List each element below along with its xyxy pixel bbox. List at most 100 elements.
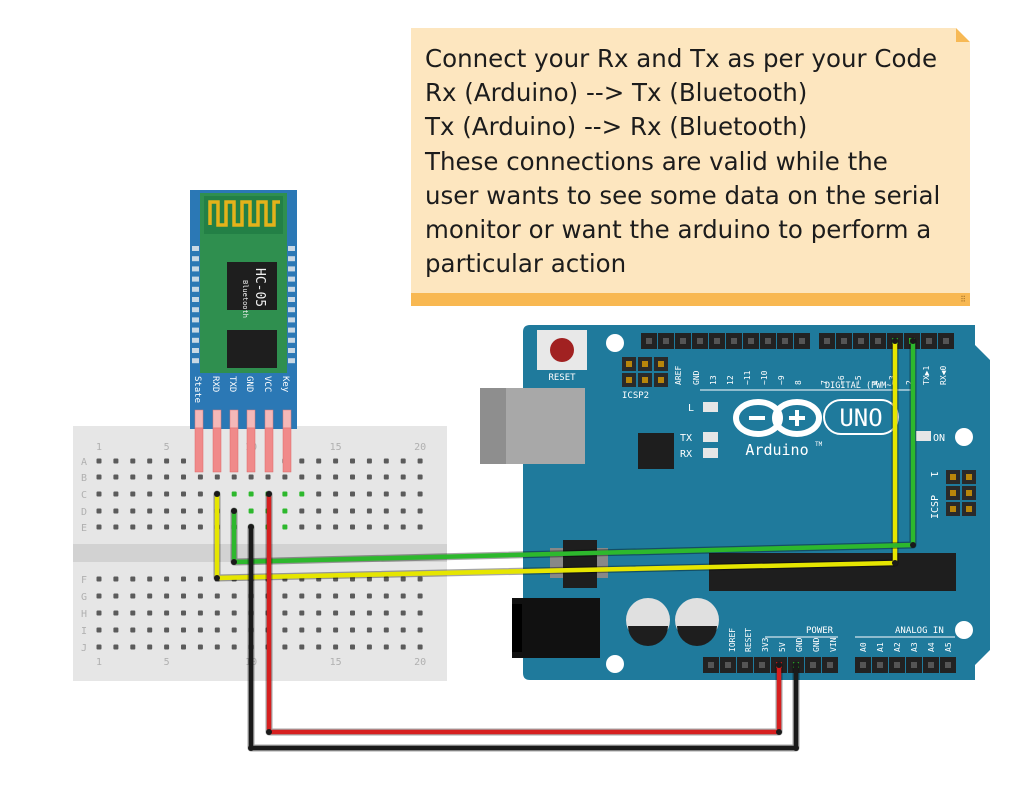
arduino-wordmark: Arduino [745,441,808,459]
led-tx [703,432,718,442]
breadboard-hole [181,524,186,530]
breadboard-hole [265,474,271,480]
breadboard-hole [400,627,406,633]
pad [288,266,295,272]
breadboard-hole [197,644,203,650]
header-pin [642,377,648,383]
breadboard-hole [333,491,339,497]
header-pin-shadow [212,427,222,473]
analog-label: ANALOG IN [895,626,944,636]
breadboard-hole [231,593,237,599]
breadboard-hole [231,491,237,497]
pad [192,358,199,364]
yellow-wire-rxd [214,338,898,581]
header-pin [810,662,816,668]
breadboard-hole [417,508,423,514]
green-wire-txd [231,338,916,565]
breadboard-hole [164,508,170,514]
breadboard-hole [333,644,339,650]
header-pin [246,409,256,429]
resize-grip-icon[interactable]: ⠿ [960,295,966,304]
header-pin [858,338,864,344]
column-number: 5 [164,657,170,668]
wire-bend-point [892,560,898,566]
power-pin-label: IOREF [728,628,737,652]
wire-bend-point [910,542,916,548]
breadboard-hole [400,524,406,530]
breadboard-hole [350,593,355,599]
note-line: Tx (Arduino) --> Rx (Bluetooth) [425,112,808,142]
digital-pin-label: ~6 [837,375,846,385]
header-pin [799,338,805,344]
led-tx-label: TX [680,433,692,444]
capacitor-band [677,626,717,646]
breadboard-hole [299,593,305,599]
row-label: F [81,575,87,586]
breadboard-hole [181,610,186,616]
breadboard-hole [400,593,406,599]
breadboard-hole [299,458,305,464]
pad [192,286,199,292]
digital-label: DIGITAL (PWM~) [825,381,897,391]
row-label: J [81,643,87,654]
breadboard-hole [417,627,423,633]
digital-pin-label: 8 [794,380,803,385]
breadboard-hole [383,627,389,633]
column-number: 20 [414,657,426,668]
pad [288,327,295,333]
breadboard-hole [299,610,305,616]
red-wire-vcc [266,491,782,735]
pad [288,246,295,251]
breadboard-hole [417,644,423,650]
breadboard-hole [181,458,186,464]
header-pin [731,338,737,344]
antenna-trace-icon [208,200,280,227]
breadboard-hole [383,458,389,464]
breadboard-hole [214,627,220,633]
header-pin [950,490,956,496]
breadboard-hole [350,627,355,633]
pad [288,297,295,302]
breadboard-hole [299,474,305,480]
breadboard-hole [113,593,119,599]
breadboard-hole [417,610,423,616]
breadboard-hole [417,491,423,497]
wire-bend-point [214,491,220,497]
icsp-pin1: 1 [928,471,939,477]
breadboard-hole [417,593,423,599]
breadboard-hole [113,508,119,514]
analog-pin-label: A0 [859,642,868,652]
breadboard-hole [164,576,170,582]
pad [192,327,199,333]
row-label: C [81,490,87,501]
breadboard-hole [164,474,170,480]
breadboard-hole [383,491,389,497]
mounting-hole [955,621,973,639]
header-pin [765,338,771,344]
reset-button[interactable] [550,338,574,362]
wire-bend-point [776,729,782,735]
breadboard-hole [400,474,406,480]
breadboard-hole [130,627,136,633]
breadboard-hole [231,474,237,480]
row-label: B [81,473,87,484]
wire-bend-point [231,508,237,514]
breadboard-hole [214,610,220,616]
breadboard-hole [316,491,322,497]
digital-pin-label: ~3 [888,375,897,385]
header-pin [926,338,932,344]
breadboard-hole [147,524,153,530]
digital-pin-label: AREF [674,366,683,385]
breadboard-hole [113,458,119,464]
breadboard-hole [231,627,237,633]
breadboard-hole [113,524,119,530]
breadboard: 1155101015152020ABCDEFGHIJ [73,426,447,681]
uno-label: UNO [839,404,882,432]
breadboard-hole [197,524,203,530]
capacitor-band [628,626,668,646]
digital-pin-label: 12 [726,375,735,385]
wire-bend-point [793,745,799,751]
note-line: monitor or want the arduino to perform a [425,214,932,244]
breadboard-hole [147,627,153,633]
